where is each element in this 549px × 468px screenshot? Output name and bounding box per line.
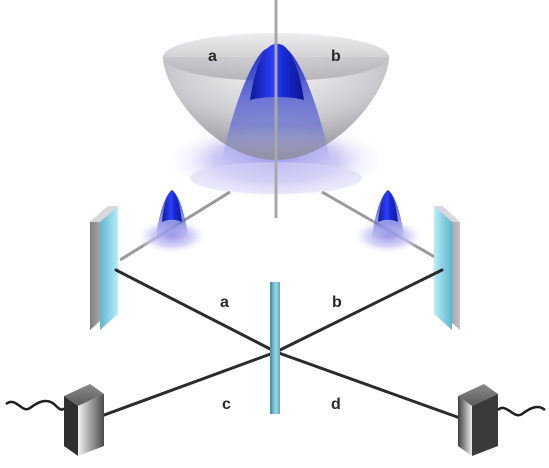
label-a-beam: a [220, 294, 229, 311]
beam-a [114, 268, 278, 354]
beam-d [274, 350, 462, 420]
beam-paths [94, 268, 462, 420]
trap-group [119, 0, 441, 262]
beam-b [274, 268, 444, 354]
label-b-beam: b [332, 294, 342, 311]
label-c-beam: c [222, 396, 231, 413]
right-packet [352, 190, 424, 254]
left-packet [136, 190, 208, 254]
beam-splitter-icon [270, 282, 280, 414]
label-b-top: b [331, 48, 341, 65]
label-d-beam: d [331, 396, 341, 413]
mirror-icon [434, 206, 460, 330]
label-a-top: a [208, 48, 217, 65]
mirror-icon [90, 206, 118, 330]
detector-icon [458, 384, 546, 456]
detector-icon [5, 384, 104, 456]
beam-c [94, 350, 278, 420]
